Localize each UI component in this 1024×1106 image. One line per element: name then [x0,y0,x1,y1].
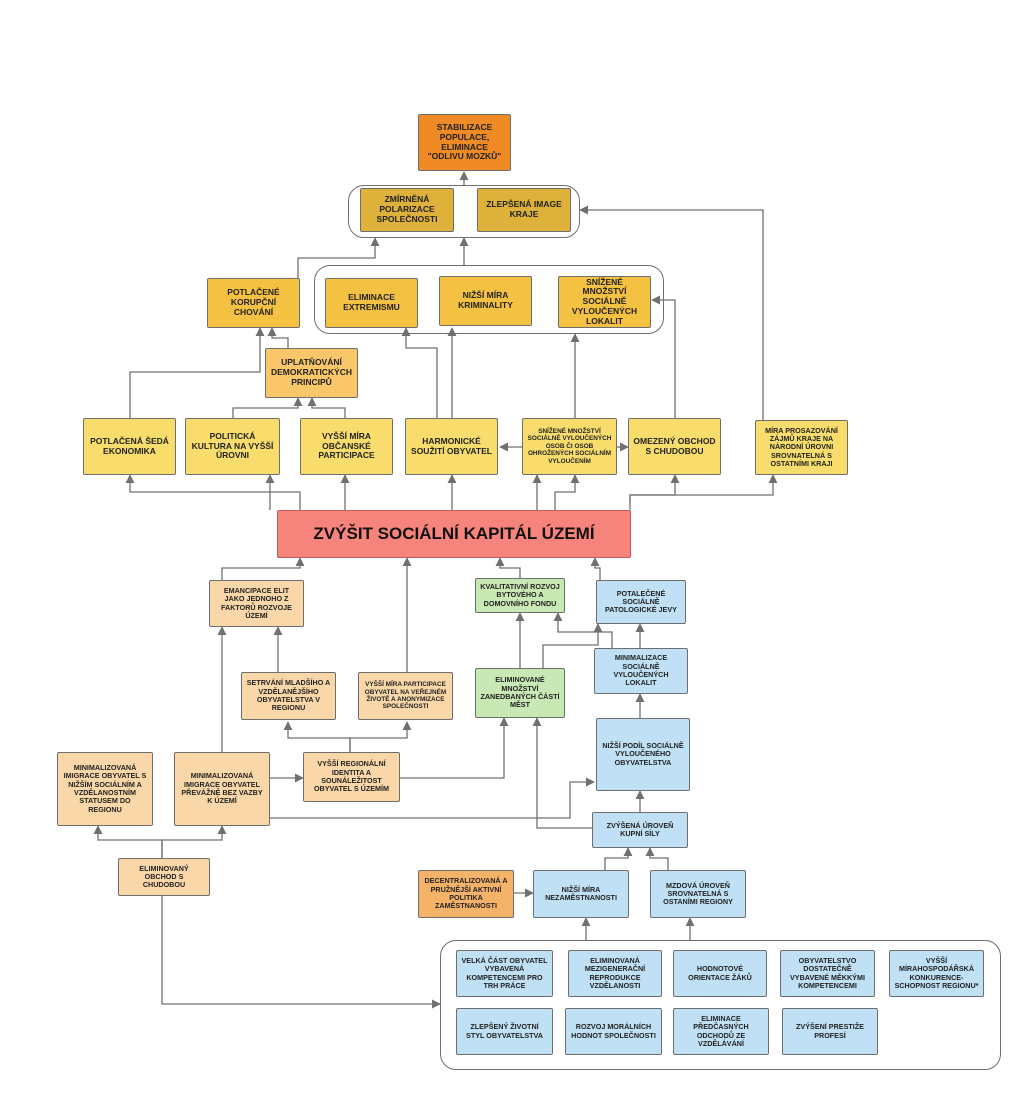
node-politicka-kultura: POLITICKÁ KULTURA NA VYŠŠÍ ÚROVNI [185,418,280,475]
node-stabilizace: STABILIZACE POPULACE, ELIMINACE "ODLIVU … [418,114,511,171]
node-zlepseny-styl: ZLEPŠENÝ ŽIVOTNÍ STYL OBYVATELSTVA [456,1008,553,1055]
node-zmirnena-polarizace: ZMÍRNĚNÁ POLARIZACE SPOLEČNOSTI [360,188,454,232]
arrow [542,623,603,668]
node-mira-prosazovani: MÍRA PROSAZOVÁNÍ ZÁJMŮ KRAJE NA NÁRODNÍ … [755,420,848,475]
node-vyssi-hospodarska: VYŠŠÍ MÍRAHOSPODÁŘSKÁ KONKURENCE-SCHOPNO… [889,950,984,997]
group-mid-outcomes [314,265,664,334]
node-eliminace-extremismu: ELIMINACE EXTREMISMU [325,278,418,328]
node-potlacene-patologicke: POTALEČENÉ SOCIÁLNĚ PATOLOGICKÉ JEVY [596,580,686,624]
group-bottom-factors [440,940,1001,1070]
node-nizsi-podil: NIŽŠÍ PODÍL SOCIÁLNĚ VYLOUČENÉHO OBYVATE… [596,718,690,791]
node-potlacena-seda: POTLAČENÁ ŠEDÁ EKONOMIKA [83,418,176,475]
arrow [297,237,380,278]
node-zlepsena-image: ZLEPŠENÁ IMAGE KRAJE [477,188,571,232]
arrow [232,397,303,418]
node-eliminovana-mezigeneracni: ELIMINOVANÁ MEZIGENERAČNÍ REPRODUKCE VZD… [568,950,662,997]
node-eliminovane-mnozstvi: ELIMINOVANÉ MNOŽSTVÍ ZANEDBANÝCH ČÁSTÍ M… [475,668,565,718]
node-zvyseni-prestize: ZVÝŠENÍ PRESTIŽE PROFESÍ [782,1008,878,1055]
node-potlacene-korupcni: POTLAČENÉ KORUPČNÍ CHOVÁNÍ [207,278,300,328]
node-vyssi-obcanske: VYŠŠÍ MÍRA OBČANSKÉ PARTICIPACE [300,418,393,475]
node-zvysena-kupni: ZVÝŠENÁ ÚROVEŇ KUPNÍ SÍLY [592,812,688,848]
arrow [604,847,633,870]
arrow [579,205,764,420]
arrow [553,612,613,648]
node-rozvoj-moralnich: ROZVOJ MORÁLNÍCH HODNOT SPOLEČNOSTI [565,1008,662,1055]
node-snizene-osob: SNÍŽENÉ MNOŽSTVÍ SOCIÁLNĚ VYLOUČENÝCH OS… [522,418,617,475]
node-emancipace: EMANCIPACE ELIT JAKO JEDNOHO Z FAKTORŮ R… [209,580,304,627]
node-eliminace-predcasnych: ELIMINACE PŘEDČASNÝCH ODCHODŮ ZE VZDĚLÁV… [673,1008,769,1055]
arrow [400,717,509,779]
node-nizsi-kriminalita: NIŽŠÍ MÍRA KRIMINALITY [439,276,532,326]
node-velka-cast: VELKÁ ČÁST OBYVATEL VYBAVENÁ KOMPETENCEM… [456,950,553,997]
node-minimalizovana-vazby: MINIMALIZOVANÁ IMIGRACE OBYVATEL PŘEVÁŽN… [174,752,270,826]
arrow [161,825,227,858]
arrow [221,557,305,580]
node-vyssi-participace: VYŠŠÍ MÍRA PARTICIPACE OBYVATEL NA VEŘEJ… [358,672,453,720]
arrow [645,847,669,870]
arrow [129,327,265,418]
arrow [554,474,580,510]
node-harmonicke: HARMONICKÉ SOUŽITÍ OBYVATEL [405,418,498,475]
node-eliminovany-obchod: ELIMINOVANÝ OBCHOD S CHUDOBOU [118,858,210,896]
node-vyssi-regionalni: VYŠŠÍ REGIONÁLNÍ IDENTITA A SOUNÁLEŽITOS… [303,752,400,802]
node-minimalizace-lokalit: MINIMALIZACE SOCIÁLNĚ VYLOUČENÝCH LOKALI… [594,648,688,694]
arrow [532,717,592,829]
arrow [349,721,412,752]
node-decentralizovana: DECENTRALIZOVANÁ A PRUŽNĚJŠÍ AKTIVNÍ POL… [418,870,514,918]
node-setrvani: SETRVÁNÍ MLADŠÍHO A VZDĚLANĚJŠÍHO OBYVAT… [241,672,336,720]
arrow [651,295,676,418]
node-mzdova-uroven: MZDOVÁ ÚROVEŇ SROVNATELNÁ S OSTANÍMI REG… [650,870,746,918]
arrow [629,474,778,502]
node-main-goal: ZVÝŠIT SOCIÁLNÍ KAPITÁL ÚZEMÍ [277,510,631,558]
arrow [590,557,601,580]
node-nizsi-nezamestnanosti: NIŽŠÍ MÍRA NEZAMĚSTNANOSTI [533,870,629,918]
arrow [307,397,346,418]
node-kvalitativni: KVALITATIVNÍ ROZVOJ BYTOVÉHO A DOMOVNÍHO… [475,578,565,613]
arrow [93,825,163,858]
arrow [283,721,351,752]
node-uplatnovani: UPLATŇOVÁNÍ DEMOKRATICKÝCH PRINCIPŮ [265,348,358,398]
arrow [267,327,289,348]
arrow [270,777,595,819]
group-top-outcomes [348,185,580,238]
node-snizene-lokalit: SNÍŽENÉ MNOŽSTVÍ SOCIÁLNĚ VYLOUČENÝCH LO… [558,276,651,328]
arrow [161,896,441,1009]
node-hodnotove: HODNOTOVÉ ORIENTACE ŽÁKŮ [673,950,767,997]
node-omezeny-obchod: OMEZENÝ OBCHOD S CHUDOBOU [628,418,721,475]
node-obyvatelstvo-mekkymi: OBYVATELSTVO DOSTATEČNĚ VYBAVENÉ MĚKKÝMI… [780,950,875,997]
arrow [125,474,301,510]
node-minimalizovana-nizsim: MINIMALIZOVANÁ IMIGRACE OBYVATEL S NIŽŠÍ… [57,752,153,826]
arrow [401,327,438,418]
arrow [495,557,521,578]
arrow [629,474,680,510]
